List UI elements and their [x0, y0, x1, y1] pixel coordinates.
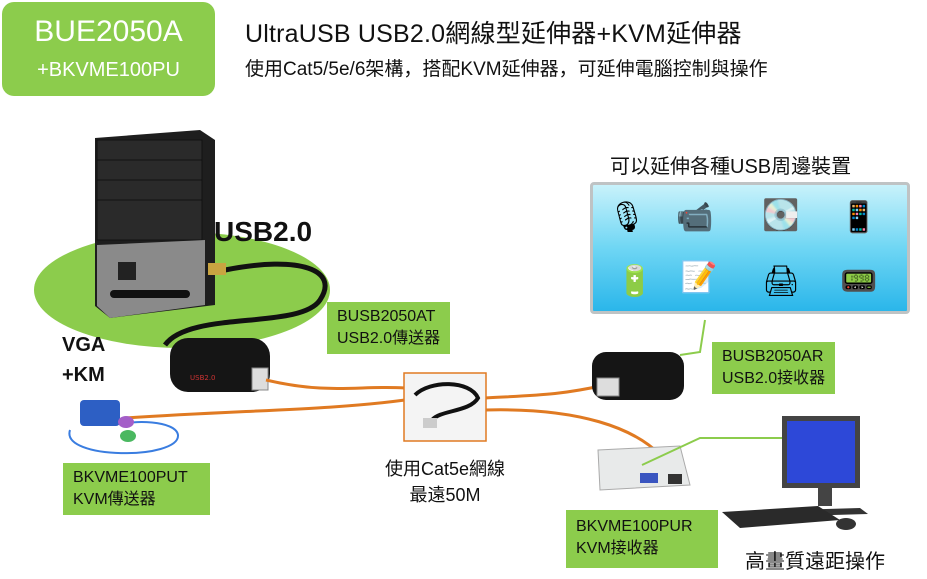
page-subtitle: 使用Cat5/5e/6架構，搭配KVM延伸器，可延伸電腦控制與操作 [245, 59, 768, 80]
hard-drive-icon: 💽 [762, 197, 800, 233]
media-player-icon: 📟 [840, 263, 878, 299]
kvm-receiver-label: BKVME100PUR KVM接收器 [566, 510, 718, 568]
page-title: UltraUSB USB2.0網線型延伸器+KVM延伸器 [245, 20, 742, 48]
usb-transmitter-desc: USB2.0傳送器 [337, 330, 441, 347]
printer-icon: 🖨 [761, 263, 801, 299]
kvm-transmitter-icon [68, 400, 180, 455]
cat5-cable-photo-icon [403, 372, 487, 442]
kvm-transmitter-desc: KVM傳送器 [73, 491, 156, 508]
remote-operation-caption: 高畫質遠距操作 [745, 551, 885, 573]
usb-receiver-desc: USB2.0接收器 [722, 370, 826, 387]
kvm-transmitter-model: BKVME100PUT [73, 469, 188, 486]
kvm-receiver-desc: KVM接收器 [576, 540, 659, 557]
cable-type-text: 使用Cat5e網線 [384, 459, 506, 479]
monitor-icon [782, 416, 868, 516]
kvm-receiver-model: BKVME100PUR [576, 518, 693, 535]
peripherals-title: 可以延伸各種USB周邊裝置 [610, 156, 852, 178]
svg-text:USB2.0: USB2.0 [190, 374, 216, 382]
usb-flash-drive-icon: 🔋 [616, 263, 654, 299]
cable-caption: 使用Cat5e網線 最遠50M [360, 456, 530, 508]
pc-tower-icon [95, 130, 215, 318]
mouse-icon [836, 518, 856, 530]
peripherals-panel: 🎙 📹 💽 📱 🔋 📝 🖨 📟 [590, 182, 910, 314]
writing-tablet-icon: 📝 [680, 259, 718, 295]
model-name: BUE2050A [34, 15, 183, 48]
usb-transmitter-model: BUSB2050AT [337, 308, 436, 325]
kvm-receiver-icon [597, 445, 691, 491]
model-addon: +BKVME100PU [37, 59, 180, 81]
model-badge: BUE2050A +BKVME100PU [2, 2, 215, 96]
camcorder-icon: 📹 [676, 199, 714, 235]
keyboard-icon [722, 506, 840, 528]
cable-distance-text: 最遠50M [409, 485, 481, 505]
kvm-transmitter-label: BKVME100PUT KVM傳送器 [63, 463, 210, 515]
vga-label: VGA [62, 334, 106, 356]
microphone-icon: 🎙 [607, 199, 647, 235]
usb-transmitter-label: BUSB2050AT USB2.0傳送器 [327, 302, 451, 354]
vga-km-label: VGA +KM [62, 330, 105, 390]
usb-receiver-model: BUSB2050AR [722, 348, 824, 365]
usb-transmitter-icon: USB2.0 [170, 338, 270, 392]
usb-version-label: USB2.0 [214, 216, 313, 247]
usb-plug-icon [208, 263, 226, 275]
usb-receiver-icon [592, 352, 684, 400]
usb-receiver-label: BUSB2050AR USB2.0接收器 [712, 342, 836, 394]
km-label: +KM [62, 364, 105, 386]
pda-icon: 📱 [840, 199, 878, 235]
